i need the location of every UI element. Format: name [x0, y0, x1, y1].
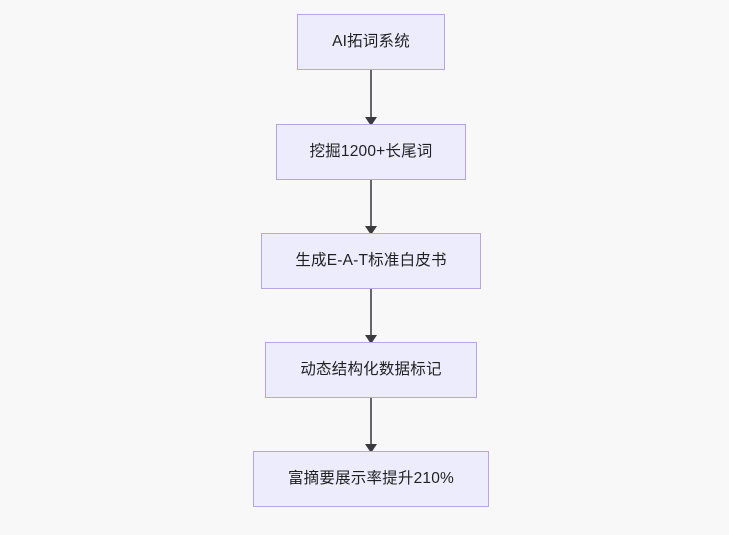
edge-node-3-to-node-4: [365, 289, 377, 344]
flow-node-generate-eat-whitepaper[interactable]: 生成E-A-T标准白皮书: [261, 233, 481, 289]
flow-node-label: 挖掘1200+长尾词: [309, 142, 433, 160]
edge-node-2-to-node-3: [365, 180, 377, 235]
flow-node-label: 动态结构化数据标记: [300, 360, 442, 378]
flow-node-ai-keyword-system[interactable]: AI拓词系统: [297, 14, 445, 70]
edge-node-4-to-node-5: [365, 398, 377, 453]
flow-node-rich-snippet-rate-increase[interactable]: 富摘要展示率提升210%: [253, 451, 489, 507]
edge-node-1-to-node-2: [365, 70, 377, 126]
flow-node-label: 生成E-A-T标准白皮书: [295, 251, 447, 269]
flow-node-dynamic-structured-data-markup[interactable]: 动态结构化数据标记: [265, 342, 477, 398]
flow-node-mine-longtail-keywords[interactable]: 挖掘1200+长尾词: [276, 124, 466, 180]
flow-node-label: AI拓词系统: [332, 32, 410, 50]
flow-node-label: 富摘要展示率提升210%: [287, 469, 455, 487]
